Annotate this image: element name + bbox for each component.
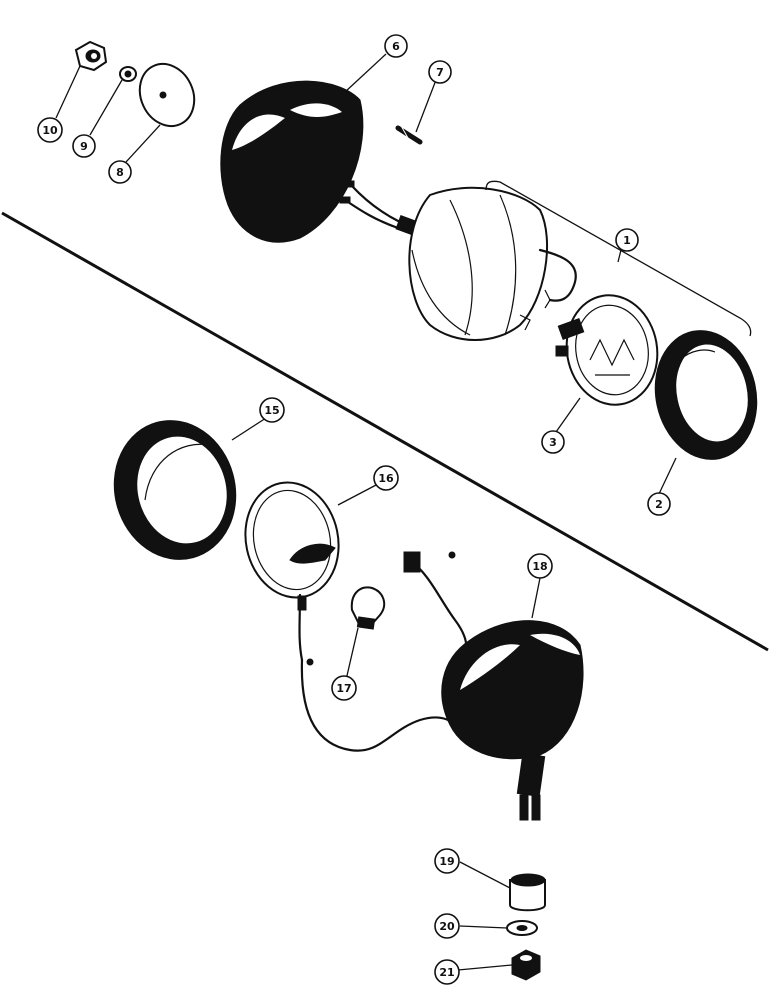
callout-18-label: 18: [532, 560, 547, 573]
callout-1-label: 1: [623, 234, 631, 247]
part-9-lock-washer: [119, 66, 137, 82]
callout-19-label: 19: [439, 855, 454, 868]
callout-17-label: 17: [336, 682, 351, 695]
callout-16: 16: [373, 465, 399, 491]
leader-2: [657, 457, 677, 497]
callout-17: 17: [331, 675, 357, 701]
leader-6: [344, 53, 387, 93]
part-18-housing: [441, 620, 584, 821]
callout-1: 1: [615, 228, 639, 252]
leader-17: [345, 627, 359, 681]
assembly-divider-line: [1, 211, 769, 652]
part-10-nut: [74, 40, 108, 72]
leader-7: [415, 79, 437, 133]
part-15-trim-ring: [113, 420, 237, 560]
callout-18: 18: [527, 553, 553, 579]
callout-20: 20: [434, 913, 460, 939]
callout-3-label: 3: [549, 436, 557, 449]
part-2-retaining-ring: [654, 330, 758, 460]
callout-21-label: 21: [439, 966, 454, 979]
leader-10: [55, 65, 81, 119]
callout-8: 8: [108, 160, 132, 184]
callout-9: 9: [72, 134, 96, 158]
callout-2-label: 2: [655, 498, 663, 511]
leader-18: [531, 577, 541, 619]
part-8-flat-washer: [138, 62, 196, 128]
leader-21: [457, 964, 513, 971]
callout-6: 6: [384, 34, 408, 58]
callout-10: 10: [37, 117, 63, 143]
callout-15: 15: [259, 397, 285, 423]
part-21-nut: [511, 949, 541, 981]
leader-16: [337, 483, 379, 506]
part-1-group-bracket: [485, 180, 752, 337]
leader-3: [555, 397, 581, 433]
callout-20-label: 20: [439, 920, 455, 933]
leader-19: [459, 861, 511, 889]
callout-10-label: 10: [42, 124, 58, 137]
callout-16-label: 16: [378, 472, 394, 485]
part-1-lamp-body: [339, 180, 577, 341]
part-17-bulb: [350, 586, 386, 630]
part-16-sealed-beam: [244, 481, 340, 662]
callout-9-label: 9: [80, 140, 88, 153]
callout-15-label: 15: [264, 404, 279, 417]
part-7-screw: [395, 123, 423, 145]
callout-6-label: 6: [392, 40, 400, 53]
callout-21: 21: [434, 959, 460, 985]
leader-8: [125, 124, 161, 163]
callout-8-label: 8: [116, 166, 124, 179]
part-3-sealed-beam: [555, 294, 659, 406]
part-19-spacer: [509, 873, 546, 912]
leader-9: [89, 79, 123, 136]
callout-3: 3: [541, 430, 565, 454]
callout-7-label: 7: [436, 66, 444, 79]
lower-wiring-harness: [300, 551, 468, 752]
part-6-housing: [220, 80, 364, 243]
callout-19: 19: [434, 848, 460, 874]
callout-7: 7: [428, 60, 452, 84]
part-20-washer: [506, 920, 538, 936]
leader-15: [231, 417, 267, 441]
leader-20: [459, 925, 508, 929]
callout-2: 2: [647, 492, 671, 516]
